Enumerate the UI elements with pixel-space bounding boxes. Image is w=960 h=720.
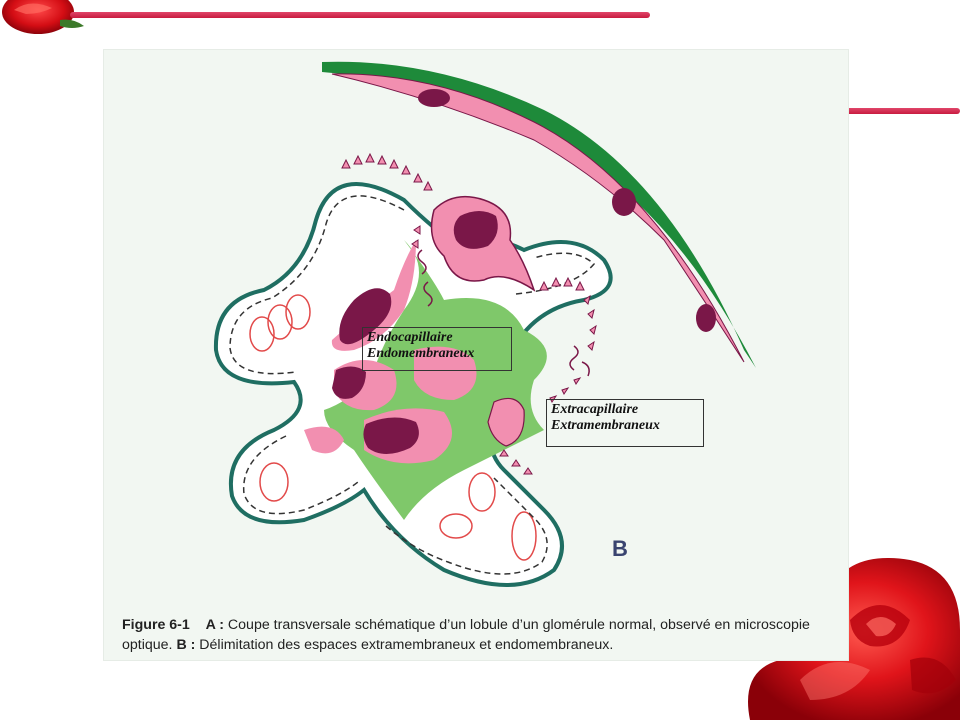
endocapillaire-label-box: Endocapillaire Endomembraneux (362, 327, 512, 371)
nucleus (363, 417, 419, 454)
parietal-nucleus (612, 188, 636, 216)
endothelium-dashed (242, 435, 359, 515)
figure-caption: Figure 6-1 A : Coupe transversale schéma… (122, 615, 844, 655)
caption-a-text: Coupe transversale schématique d’un lobu… (122, 617, 810, 653)
top-decor-line (70, 12, 650, 18)
rose-top-left-icon (2, 0, 84, 34)
extracapillaire-label-box: Extracapillaire Extramembraneux (546, 399, 704, 447)
red-blood-cell (249, 316, 275, 352)
panel-letter-b: B (612, 536, 628, 561)
rose-bottom-right-icon (748, 558, 960, 720)
red-blood-cell (267, 304, 293, 340)
endomembraneux-label: Endomembraneux (367, 346, 475, 361)
parietal-nucleus (418, 89, 450, 107)
parietal-epithelium (331, 73, 745, 363)
extramembraneux-label: Extramembraneux (551, 418, 660, 433)
podocyte-processes (417, 249, 590, 377)
red-blood-cell (285, 294, 311, 330)
nucleus (332, 366, 366, 399)
caption-b-label: B : (176, 637, 196, 653)
glomerulus-diagram (213, 61, 756, 587)
extracapillaire-label: Extracapillaire (551, 402, 639, 417)
foot-processes (341, 152, 597, 475)
red-blood-cell (468, 472, 496, 512)
parietal-nucleus (696, 304, 716, 332)
mesangial-cell (414, 346, 477, 400)
red-blood-cell (511, 511, 537, 561)
caption-b-text: Délimitation des espaces extramembraneux… (195, 637, 614, 653)
caption-figure-number: Figure 6-1 (122, 617, 190, 633)
right-decor-line (846, 108, 960, 114)
endothelium-dashed (229, 195, 405, 375)
nucleus (453, 211, 498, 249)
red-blood-cell (259, 462, 289, 502)
red-blood-cell (439, 513, 473, 539)
bowman-capsule (322, 61, 756, 368)
caption-a-label: A : (205, 617, 224, 633)
nucleus (339, 288, 392, 345)
mesangial-cell (304, 426, 344, 454)
figure-panel: Endocapillaire Endomembraneux Extracapil… (104, 50, 848, 660)
endothelium-dashed (385, 477, 548, 575)
podocyte (487, 397, 525, 447)
endocapillaire-label: Endocapillaire (367, 330, 453, 345)
